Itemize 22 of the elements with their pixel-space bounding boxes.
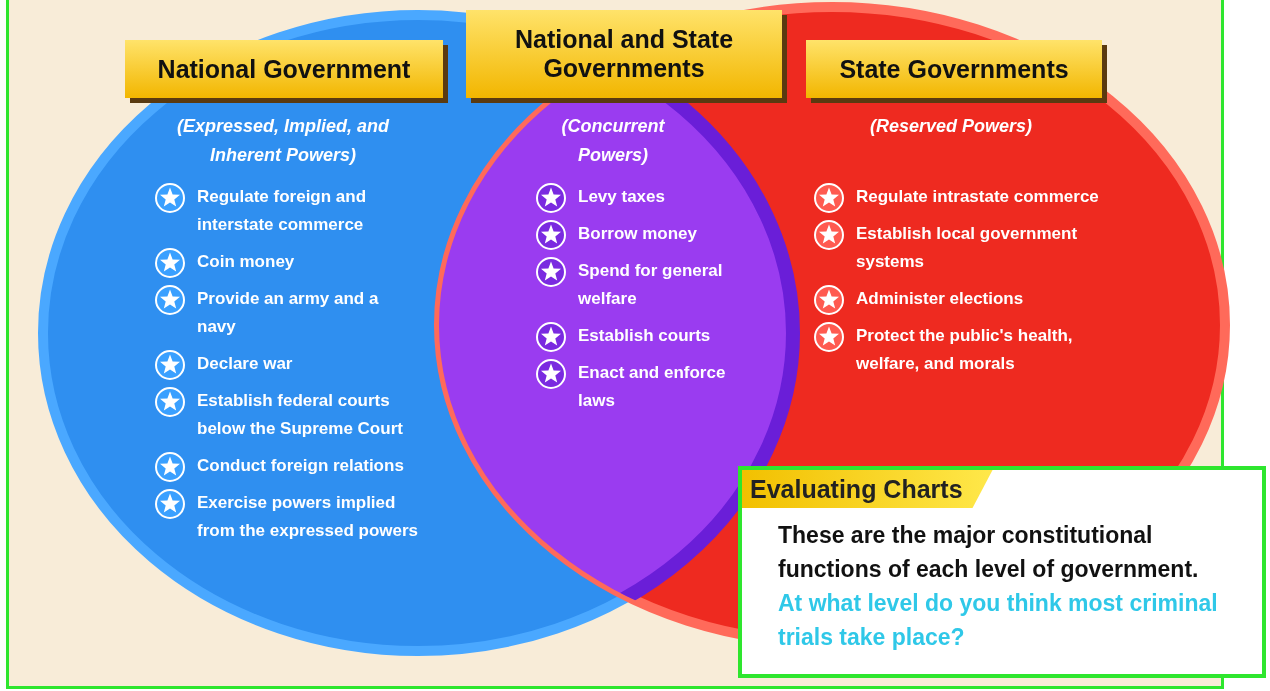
list-item: Regulate foreign and interstate commerce [197, 186, 368, 236]
list-item: Establish federal courts below the Supreme Court [197, 390, 404, 440]
callout-tab: Evaluating Charts [742, 470, 993, 508]
question-text: At what level do you think most criminal trials take place? [778, 589, 1219, 652]
list-item: Enact and enforce laws [578, 362, 727, 412]
list-item: Declare war [197, 353, 294, 375]
list-item: Conduct foreign relations [197, 455, 405, 477]
subheading: (Reserved Powers) [868, 115, 1034, 138]
list-item: Protect the public's health, welfare, and morals [856, 325, 1074, 375]
list-item: Establish local government systems [856, 223, 1079, 273]
list-item: Establish courts [578, 325, 712, 347]
subheading: (Expressed, Implied, and Inherent Powers) [175, 115, 391, 167]
list-item: Coin money [197, 251, 296, 273]
list-item: Borrow money [578, 223, 699, 245]
list-item: Spend for general welfare [578, 260, 724, 310]
subheading: (Concurrent Powers) [560, 115, 666, 167]
statement-text: These are the major constitutional functions of each level of government. [778, 521, 1200, 584]
list-item: Exercise powers implied from the expressed powers [197, 492, 419, 542]
list-item: Levy taxes [578, 186, 666, 208]
list-item: Provide an army and a navy [197, 288, 380, 338]
list-item: Regulate intrastate commerce [856, 186, 1100, 208]
list-item: Administer elections [856, 288, 1025, 310]
